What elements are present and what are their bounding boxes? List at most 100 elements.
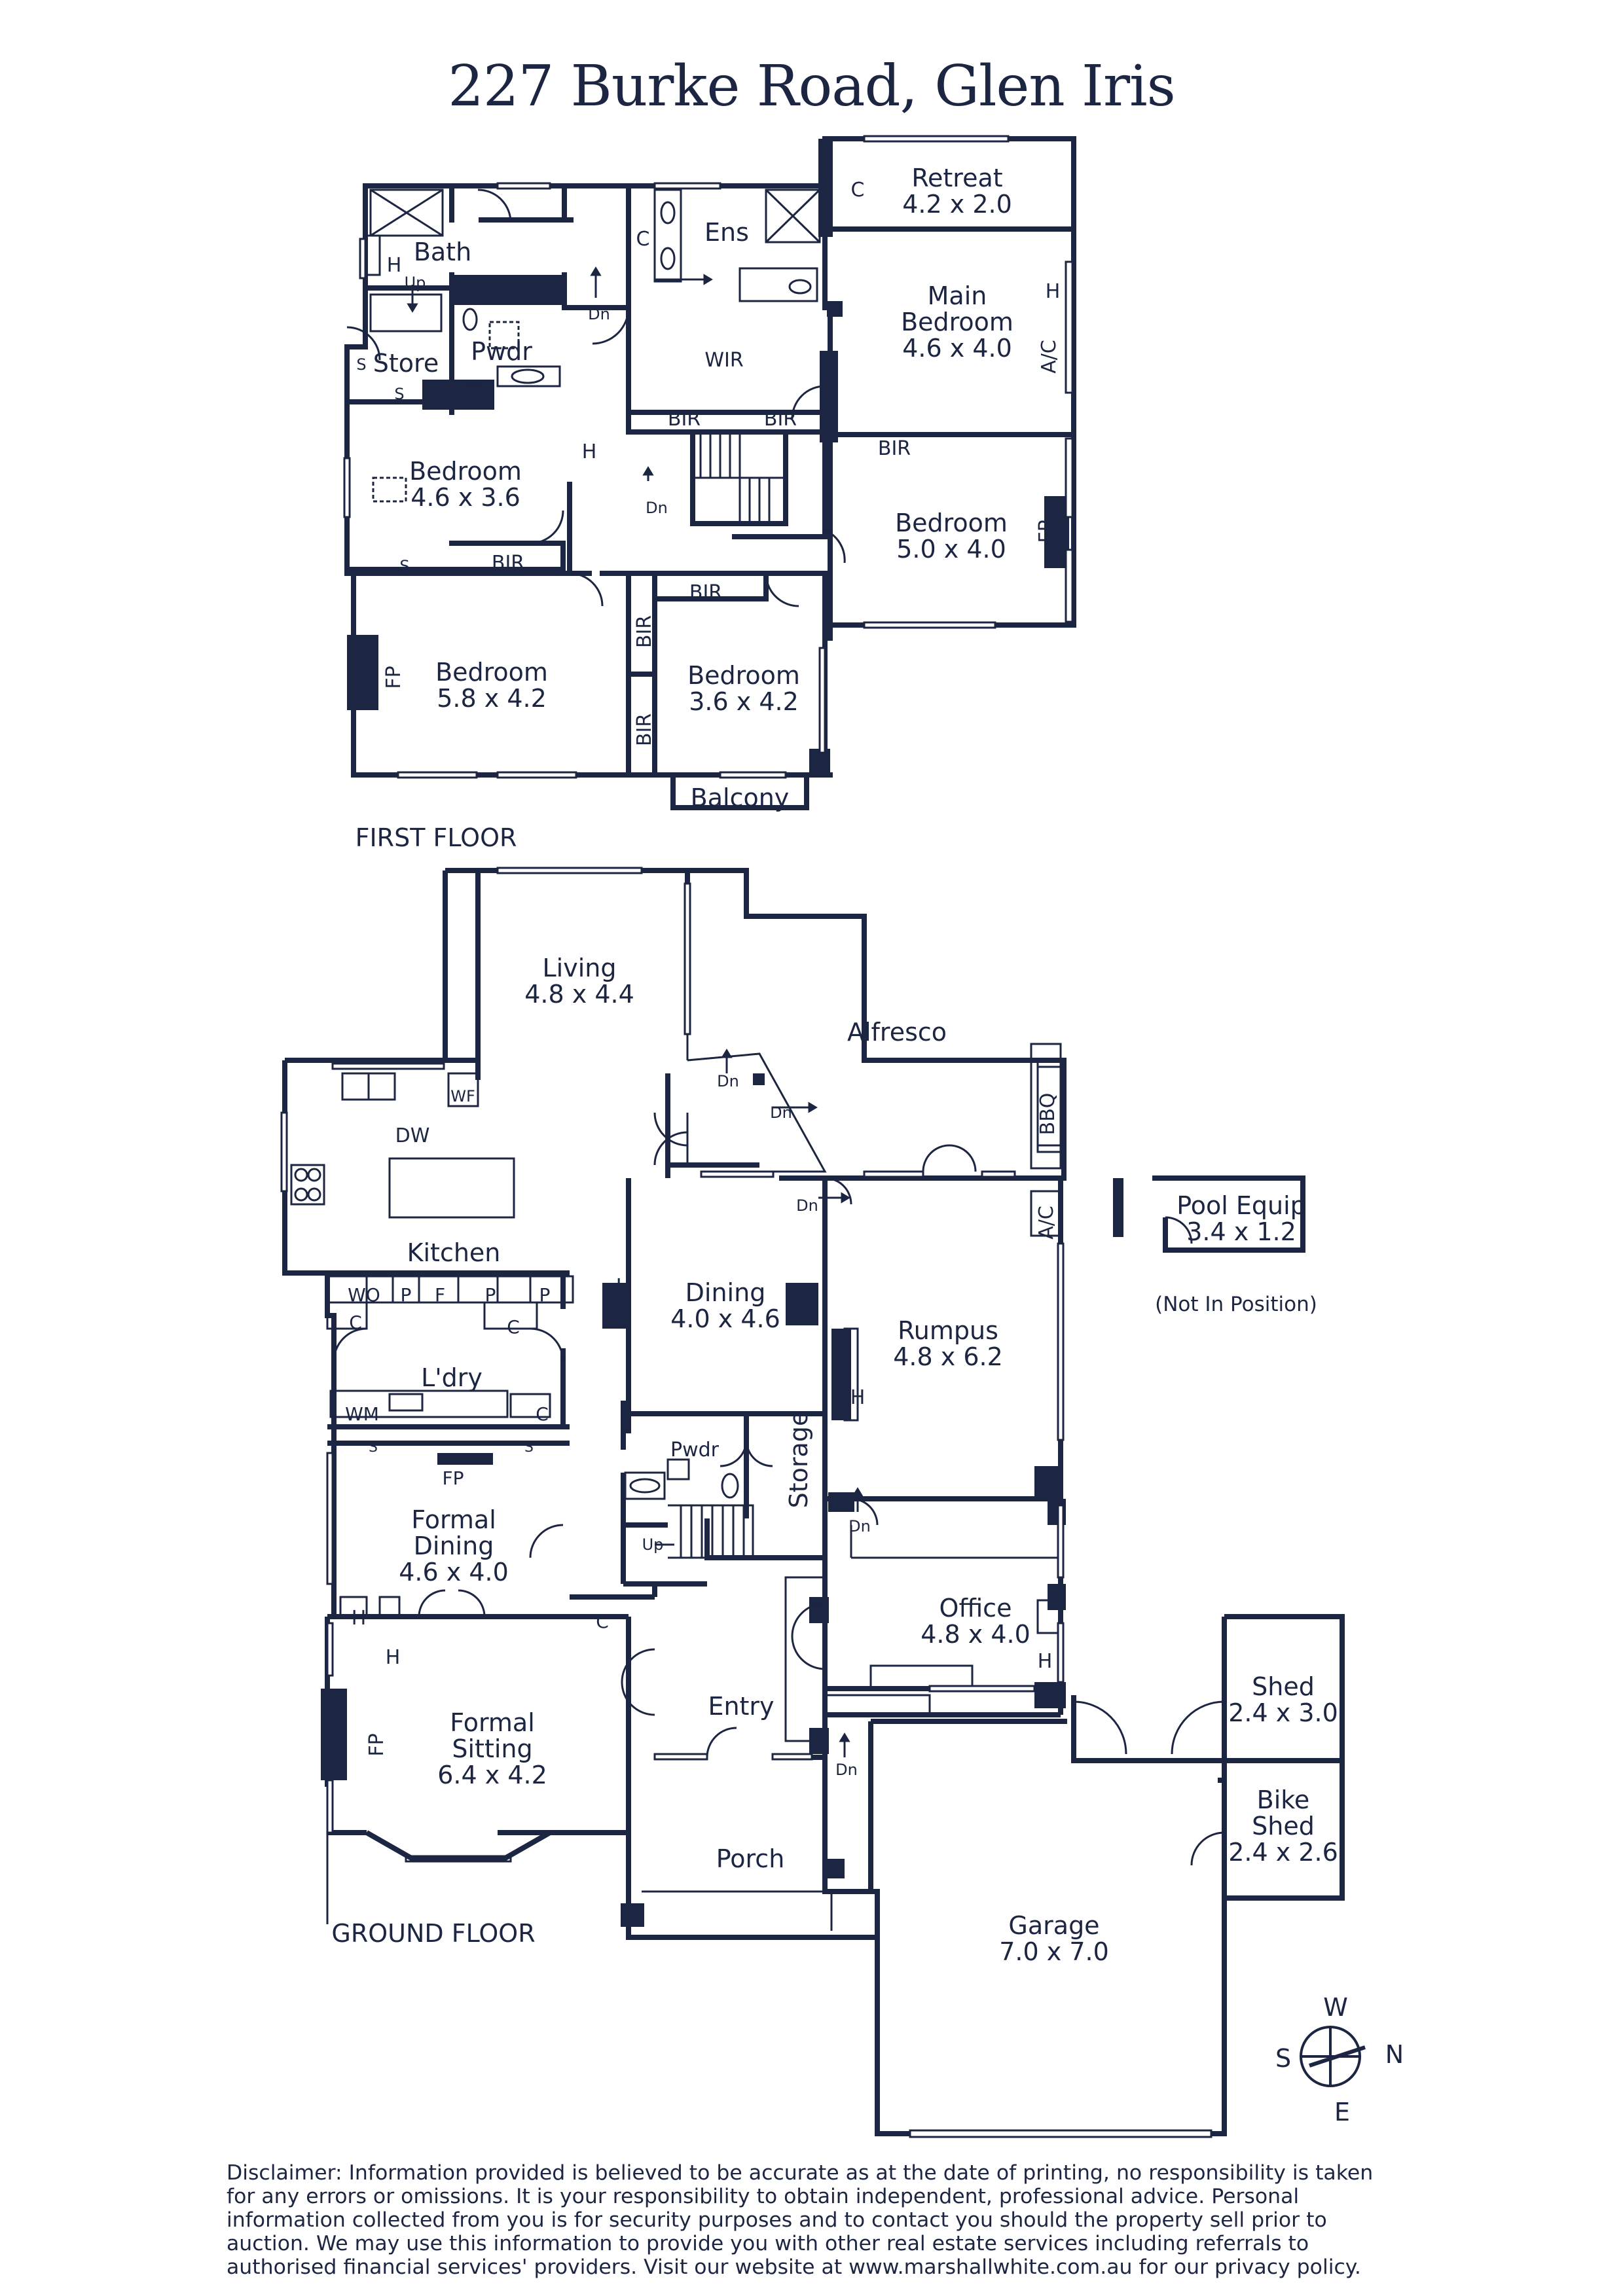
- s-label-5: S: [524, 1439, 534, 1456]
- garage-name: Garage: [1008, 1911, 1099, 1940]
- disclaimer-text: Disclaimer: Information provided is beli…: [227, 2161, 1374, 2279]
- powder-room-ground-label: Pwdr: [670, 1439, 720, 1462]
- office-size: 4.8 x 4.0: [921, 1620, 1030, 1649]
- bike-shed-name-1: Bike: [1257, 1785, 1310, 1814]
- bedroom-c-size: 5.8 x 4.2: [437, 684, 547, 713]
- retreat-name: Retreat: [911, 164, 1002, 192]
- balcony-label: Balcony: [691, 783, 790, 812]
- powder-room-upper-label: Pwdr: [471, 337, 532, 366]
- ac-label-1: A/C: [1038, 340, 1061, 374]
- bir-label-3: BIR: [878, 437, 911, 460]
- c-label-4: C: [507, 1316, 520, 1338]
- living-name: Living: [543, 954, 617, 982]
- bir-label-7: BIR: [633, 713, 656, 746]
- h-label-2: H: [1046, 280, 1061, 303]
- bedroom-c-name: Bedroom: [435, 658, 548, 687]
- bedroom-d-name: Bedroom: [687, 661, 800, 690]
- c-label-1: C: [851, 179, 865, 202]
- bedroom-a-size: 4.6 x 3.6: [410, 483, 520, 512]
- bedroom-d-size: 3.6 x 4.2: [689, 687, 799, 716]
- bike-shed-name-2: Shed: [1252, 1812, 1315, 1840]
- h-label-3: H: [582, 440, 597, 463]
- bir-label-6: BIR: [633, 615, 656, 648]
- wir-label: WIR: [704, 349, 743, 372]
- bir-label-4: BIR: [492, 552, 524, 575]
- c-label-3: C: [349, 1312, 362, 1333]
- office-name: Office: [939, 1594, 1012, 1623]
- s-label-4: S: [369, 1439, 378, 1456]
- formal-dining-name-1: Formal: [411, 1505, 496, 1534]
- dining-size: 4.0 x 4.6: [670, 1304, 780, 1333]
- f-label: F: [435, 1284, 445, 1306]
- compass-west: W: [1323, 1993, 1348, 2022]
- garage-size: 7.0 x 7.0: [999, 1937, 1109, 1966]
- p-label-3: P: [539, 1284, 551, 1306]
- fp-label-1: FP: [443, 1467, 464, 1489]
- fp-label-3: FP: [1035, 520, 1058, 543]
- h-label-7: H: [386, 1646, 401, 1669]
- compass-north: N: [1385, 2040, 1404, 2069]
- retreat-size: 4.2 x 2.0: [902, 190, 1012, 219]
- c-label-5: C: [536, 1403, 549, 1425]
- store-label: Store: [373, 349, 439, 378]
- bir-label-1: BIR: [668, 408, 701, 431]
- main-bedroom-size: 4.6 x 4.0: [902, 334, 1012, 363]
- h-label-1: H: [387, 254, 402, 277]
- s-label-2: S: [356, 355, 366, 374]
- alfresco-label: Alfresco: [847, 1018, 947, 1047]
- kitchen-label: Kitchen: [407, 1238, 501, 1267]
- ensuite-label: Ens: [704, 218, 749, 247]
- dn-label-7: Dn: [835, 1761, 858, 1779]
- laundry-label: L'dry: [421, 1363, 483, 1392]
- compass-icon: [1300, 2026, 1366, 2087]
- h-label-4: H: [616, 1275, 631, 1298]
- s-label-1: S: [394, 385, 404, 403]
- bedroom-b-name: Bedroom: [895, 509, 1008, 537]
- h-label-6: H: [352, 1607, 367, 1630]
- s-label-3: S: [399, 557, 409, 575]
- wo-label: WO: [348, 1284, 380, 1306]
- h-label-5: H: [850, 1386, 866, 1409]
- p-label-2: P: [485, 1284, 496, 1306]
- main-bedroom-name-2: Bedroom: [901, 308, 1013, 336]
- rumpus-name: Rumpus: [898, 1316, 998, 1345]
- bir-label-2: BIR: [764, 408, 797, 431]
- fp-label-2: FP: [382, 666, 405, 689]
- page-title: 227 Burke Road, Glen Iris: [448, 54, 1176, 119]
- pool-equip-size: 3.4 x 1.2: [1186, 1217, 1296, 1246]
- compass-south: S: [1275, 2044, 1291, 2073]
- dn-label-1: Dn: [588, 305, 610, 323]
- first-floor-label: FIRST FLOOR: [356, 823, 517, 852]
- c-label-6: C: [596, 1611, 609, 1632]
- up-label-2: Up: [642, 1535, 664, 1554]
- formal-sitting-size: 6.4 x 4.2: [437, 1761, 547, 1789]
- dining-name: Dining: [685, 1278, 766, 1307]
- shed-name: Shed: [1252, 1672, 1315, 1701]
- pool-equip-name: Pool Equip: [1176, 1191, 1306, 1220]
- c-label-2: C: [636, 228, 650, 251]
- dn-label-6: Dn: [848, 1517, 871, 1535]
- bir-label-5: BIR: [689, 581, 722, 604]
- bbq-label: BBQ: [1036, 1093, 1059, 1136]
- dn-label-2: Dn: [646, 499, 668, 517]
- shed-size: 2.4 x 3.0: [1228, 1698, 1338, 1727]
- rumpus-size: 4.8 x 6.2: [893, 1342, 1003, 1371]
- bedroom-a-name: Bedroom: [409, 457, 522, 486]
- p-label-1: P: [401, 1284, 412, 1306]
- wf-label: WF: [450, 1087, 475, 1105]
- h-label-8: H: [1038, 1650, 1053, 1673]
- formal-dining-size: 4.6 x 4.0: [399, 1558, 509, 1587]
- pool-equip-note: (Not In Position): [1155, 1293, 1317, 1316]
- main-bedroom-name-1: Main: [928, 281, 987, 310]
- compass-east: E: [1334, 2098, 1350, 2126]
- formal-dining-name-2: Dining: [414, 1532, 494, 1560]
- bike-shed-size: 2.4 x 2.6: [1228, 1838, 1338, 1867]
- bath-label: Bath: [414, 238, 471, 266]
- storage-label: Storage: [784, 1411, 813, 1509]
- entry-label: Entry: [708, 1692, 774, 1721]
- ac-label-2: A/C: [1035, 1206, 1058, 1240]
- fp-label-4: FP: [365, 1733, 388, 1756]
- formal-sitting-name-1: Formal: [450, 1708, 535, 1737]
- formal-sitting-name-2: Sitting: [452, 1734, 532, 1763]
